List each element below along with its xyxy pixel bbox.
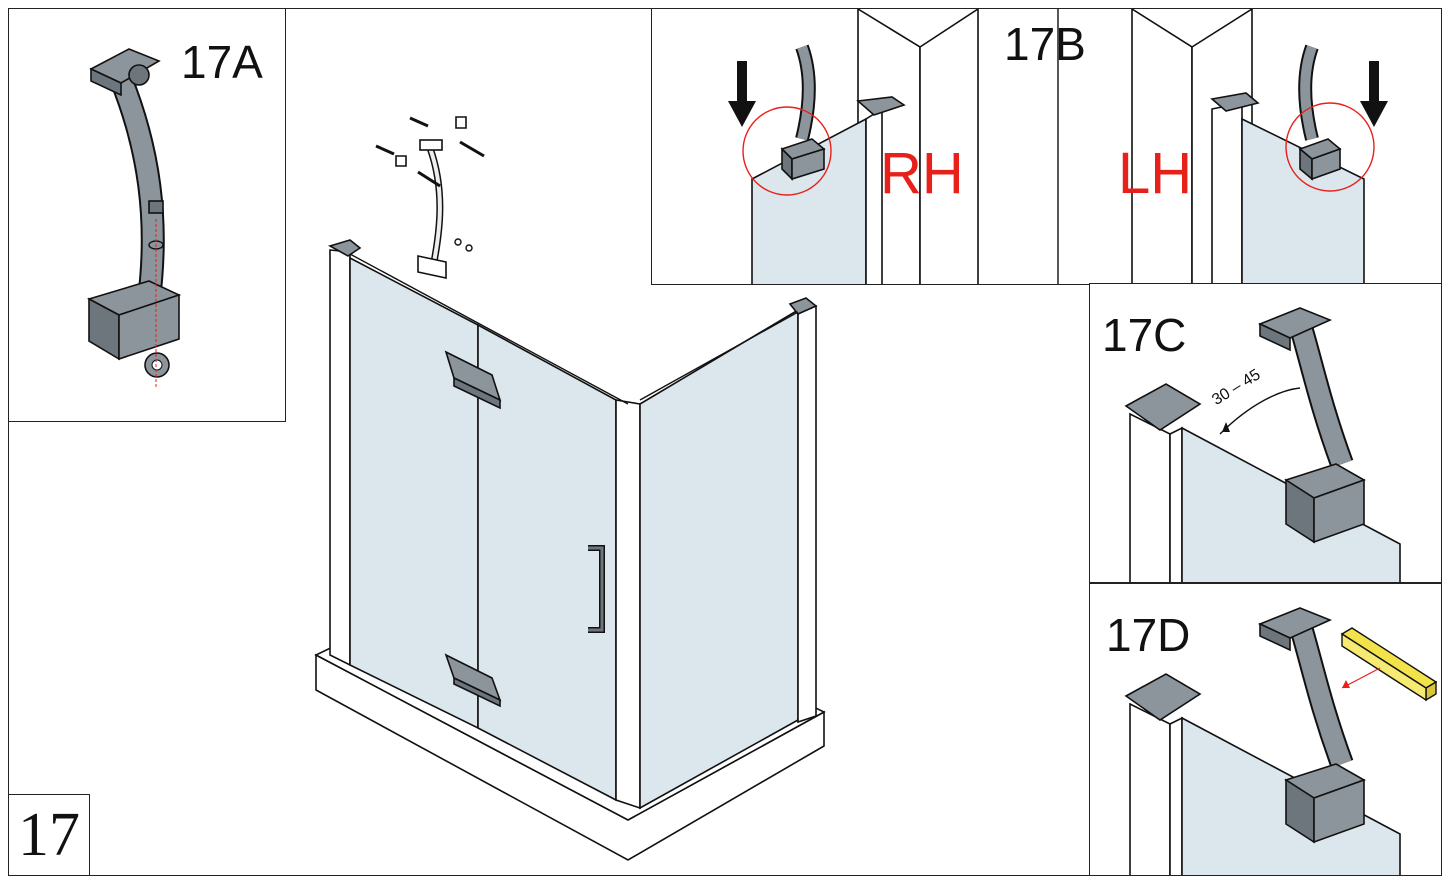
install-direction-illustration <box>728 9 1388 284</box>
panel-17b-label: 17B <box>1004 18 1086 70</box>
level-check-illustration <box>1124 607 1438 875</box>
panel-17c-label: 17C <box>1102 309 1187 361</box>
panel-17b: 17B RH LH <box>651 8 1442 285</box>
step-number: 17 <box>8 794 90 876</box>
panel-17d-label: 17D <box>1106 609 1191 661</box>
panel-17c: 17C 30 – 45 <box>1089 283 1442 583</box>
arm-exploded-illustration <box>86 48 182 389</box>
panel-17a-label: 17A <box>181 36 263 88</box>
arm-angle-illustration <box>1124 307 1401 582</box>
panel-17a: 17A <box>8 8 286 422</box>
rh-label: RH <box>880 141 964 206</box>
panel-17d: 17D <box>1089 583 1442 876</box>
lh-label: LH <box>1118 141 1193 206</box>
